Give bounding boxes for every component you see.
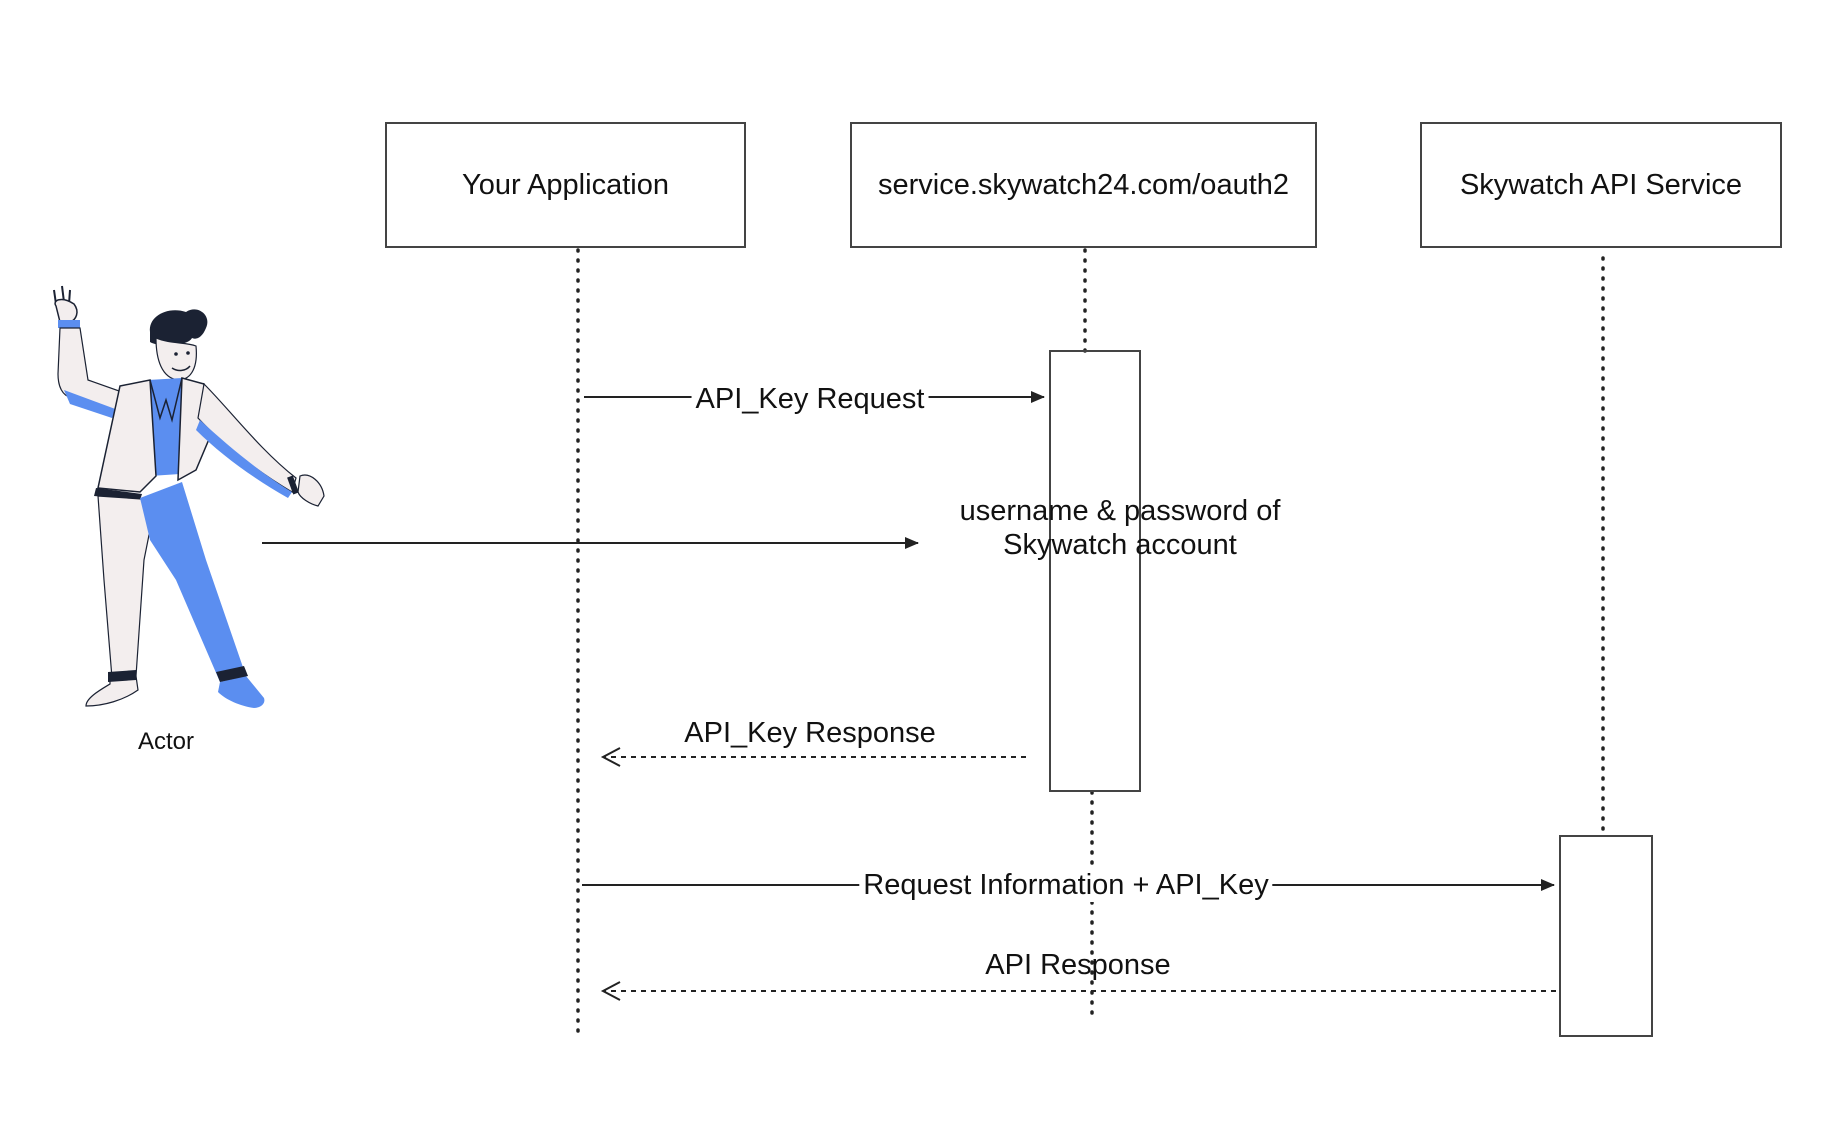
message-label-request-information: Request Information + API_Key [859, 868, 1273, 902]
note-line-2: Skywatch account [1003, 529, 1237, 561]
message-label-api-key-response: API_Key Response [680, 716, 940, 750]
actor-figure [53, 285, 325, 708]
participant-skywatch-api-service: Skywatch API Service [1420, 122, 1782, 248]
message-label-api-response: API Response [985, 949, 1171, 981]
activation-oauth [1049, 350, 1141, 792]
activation-api [1559, 835, 1653, 1037]
note-line-1: username & password of [959, 495, 1281, 527]
participant-your-application: Your Application [385, 122, 746, 248]
actor-label: Actor [137, 728, 195, 755]
note-credentials: username & password of Skywatch account [960, 494, 1281, 562]
arrowhead-api-response [600, 981, 621, 1001]
arrowhead-api-key-response [600, 747, 621, 767]
participant-oauth-service: service.skywatch24.com/oauth2 [850, 122, 1317, 248]
message-label-api-key-request: API_Key Request [691, 382, 929, 416]
